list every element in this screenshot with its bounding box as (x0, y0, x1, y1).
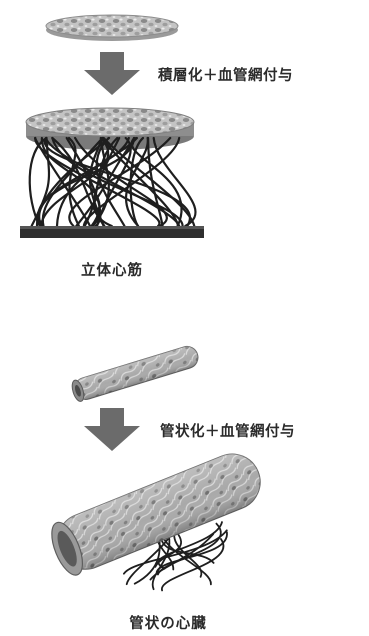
caption-top: 立体心筋 (81, 261, 143, 279)
vessel-strand (102, 136, 196, 228)
vessel-strand (129, 136, 145, 228)
down-arrow-top (84, 52, 140, 95)
vascular-network-top (28, 136, 197, 228)
down-arrow-bottom (84, 408, 140, 451)
vessel-strand (34, 136, 161, 228)
culture-substrate (20, 226, 204, 238)
vessel-strand (155, 531, 228, 573)
caption-bottom: 管状の心臓 (129, 614, 207, 632)
vessel-strand (44, 136, 181, 228)
large-cardiac-tube (51, 453, 261, 576)
single-cell-sheet (45, 14, 179, 41)
stacked-cell-sheets (25, 107, 195, 150)
vessel-strand (74, 136, 168, 228)
vessel-strand (55, 136, 138, 228)
step-label-top: 積層化＋血管網付与 (157, 66, 293, 84)
vessel-strand (102, 136, 180, 228)
vessel-strand (37, 136, 130, 228)
vessel-strand (51, 136, 184, 228)
vessel-strand (147, 136, 164, 228)
vessel-strand (65, 136, 102, 228)
step-label-bottom: 管状化＋血管網付与 (160, 422, 295, 440)
vessel-strand (40, 136, 101, 228)
vessel-strand (28, 136, 48, 228)
vessel-strand (91, 136, 110, 228)
vessel-strand (152, 136, 197, 228)
small-cell-tube (71, 345, 199, 402)
vessel-strand (161, 538, 225, 592)
vessel-strand (130, 136, 183, 228)
